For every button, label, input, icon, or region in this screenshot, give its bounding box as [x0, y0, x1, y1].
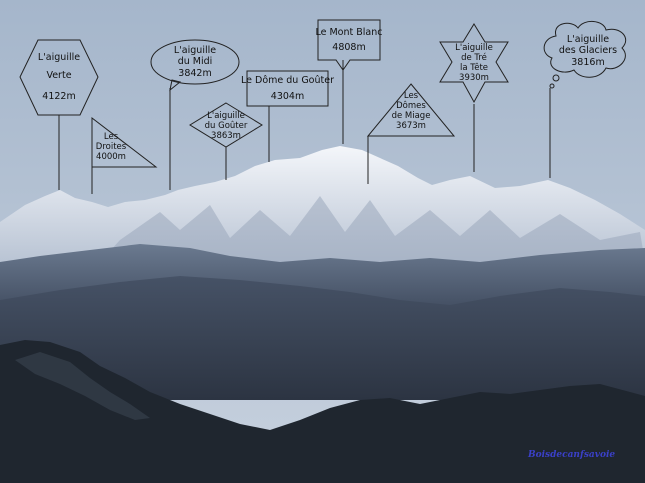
rectangle-shape: [246, 70, 329, 107]
label-line: de Miage: [391, 111, 431, 121]
label-altitude: 4304m: [270, 90, 305, 102]
label-line: du Midi: [177, 56, 213, 68]
label-droites: Les Droites 4000m: [92, 126, 130, 168]
middle-ridge: [0, 276, 645, 400]
speech-bubble-shape: [317, 19, 381, 71]
label-aiguille-midi: L'aiguille du Midi 3842m: [151, 40, 239, 84]
label-line: Verte: [46, 69, 72, 81]
label-altitude: 3842m: [178, 67, 212, 79]
label-line: Droites: [95, 141, 127, 152]
diamond-shape: [189, 102, 263, 148]
label-aiguille-tre-la-tete: L'aiguille de Tré la Tête 3930m: [448, 40, 500, 86]
label-aiguille-glaciers: L'aiguille des Glaciers 3816m: [548, 28, 628, 74]
label-line: Le Dôme du Goûter: [241, 75, 334, 87]
label-aiguille-verte: L'aiguille Verte 4122m: [20, 40, 98, 115]
cloud-callout-dot-2: [549, 83, 555, 89]
label-altitude: 4808m: [332, 42, 366, 53]
label-aiguille-gouter: L'aiguille du Goûter 3863m: [196, 108, 256, 144]
label-line: Le Mont Blanc: [315, 26, 383, 38]
label-line: Les: [403, 90, 419, 101]
hexagon-shape: [19, 39, 99, 116]
label-altitude: 3863m: [211, 131, 241, 142]
label-line: des Glaciers: [558, 45, 618, 57]
label-line: la Tête: [459, 63, 489, 73]
label-line: L'aiguille: [207, 110, 245, 121]
oval-callout-shape: [150, 39, 240, 85]
triangle-droites-shape: [91, 116, 158, 168]
label-domes-miage: Les Dômes de Miage 3673m: [380, 86, 442, 136]
label-line: Dômes: [396, 100, 426, 111]
label-line: L'aiguille: [37, 52, 81, 64]
label-dome-gouter: Le Dôme du Goûter 4304m: [241, 71, 334, 106]
snow-shadow: [100, 196, 645, 262]
label-line: L'aiguille: [566, 33, 610, 45]
photo-credit: Boisdecanfsavoie: [528, 450, 616, 460]
label-line: L'aiguille: [455, 42, 493, 53]
label-mont-blanc: Le Mont Blanc 4808m: [315, 20, 383, 60]
cloud-callout-dot-1: [552, 74, 560, 82]
label-line: du Goûter: [204, 120, 248, 131]
label-line: L'aiguille: [173, 44, 217, 56]
oval-callout-tail: [169, 79, 182, 92]
label-line: de Tré: [461, 52, 487, 63]
label-altitude: 3673m: [396, 121, 426, 132]
foreground-highlight: [15, 352, 150, 420]
triangle-miage-shape: [366, 83, 456, 137]
cloud-callout-shape: [543, 21, 627, 78]
label-altitude: 4000m: [96, 152, 126, 163]
label-altitude: 3816m: [571, 56, 605, 68]
star-shape: [439, 23, 509, 104]
label-altitude: 3930m: [459, 73, 489, 84]
label-altitude: 4122m: [42, 91, 76, 103]
foreground-ridge: [0, 340, 645, 483]
label-line: Les: [103, 131, 119, 142]
